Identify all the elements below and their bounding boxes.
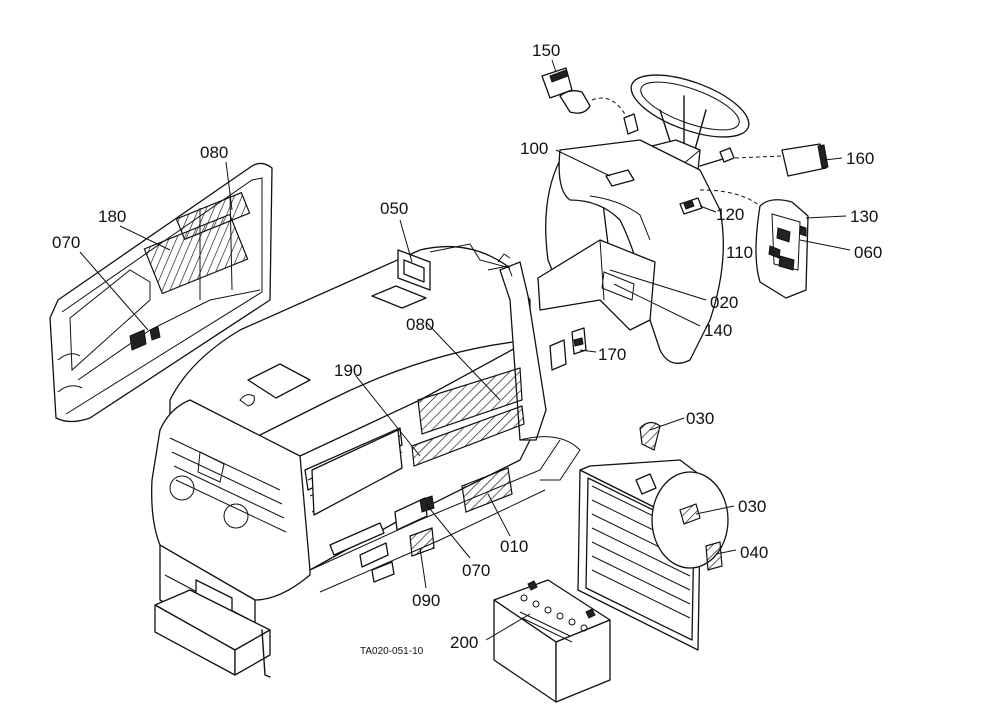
callout-160: 160 (846, 149, 874, 168)
decal-190 (411, 405, 525, 467)
callout-150: 150 (532, 41, 560, 60)
callout-030-mid: 030 (738, 497, 766, 516)
steering-console (537, 74, 750, 364)
callout-170: 170 (598, 345, 626, 364)
side-panel (49, 162, 273, 423)
callout-190: 190 (334, 361, 362, 380)
callout-180: 180 (98, 207, 126, 226)
radiator (577, 459, 729, 651)
callout-030-top: 030 (686, 409, 714, 428)
callout-200: 200 (450, 633, 478, 652)
decal-090 (409, 527, 435, 557)
callout-070-bottom: 070 (462, 561, 490, 580)
callout-100: 100 (520, 139, 548, 158)
part-170 (549, 327, 587, 371)
callout-050: 050 (380, 199, 408, 218)
switch-160 (734, 143, 829, 177)
callout-040: 040 (740, 543, 768, 562)
drawing-code: TA020-051-10 (360, 646, 424, 657)
meter-panel (699, 189, 809, 299)
callout-080-mid: 080 (406, 315, 434, 334)
callout-010: 010 (500, 537, 528, 556)
battery (493, 579, 611, 703)
callout-080-top: 080 (200, 143, 228, 162)
callout-090: 090 (412, 591, 440, 610)
callout-110: 110 (726, 243, 753, 262)
callout-130: 130 (850, 207, 878, 226)
decal-080-mid (417, 367, 523, 435)
decal-030-mid (679, 503, 701, 525)
decal-030-top (639, 421, 661, 451)
bracket-050 (371, 249, 431, 309)
decal-010 (461, 467, 513, 513)
callout-120: 120 (716, 205, 744, 224)
callout-labels: 150 100 160 120 130 110 060 020 140 170 … (52, 41, 882, 657)
tractor-hood (151, 243, 581, 678)
decal-040 (705, 541, 723, 571)
callout-140: 140 (704, 321, 732, 340)
callout-020: 020 (710, 293, 738, 312)
switch-150 (541, 67, 639, 135)
callout-060: 060 (854, 243, 882, 262)
callout-070-left: 070 (52, 233, 80, 252)
leader-lines (79, 59, 851, 641)
